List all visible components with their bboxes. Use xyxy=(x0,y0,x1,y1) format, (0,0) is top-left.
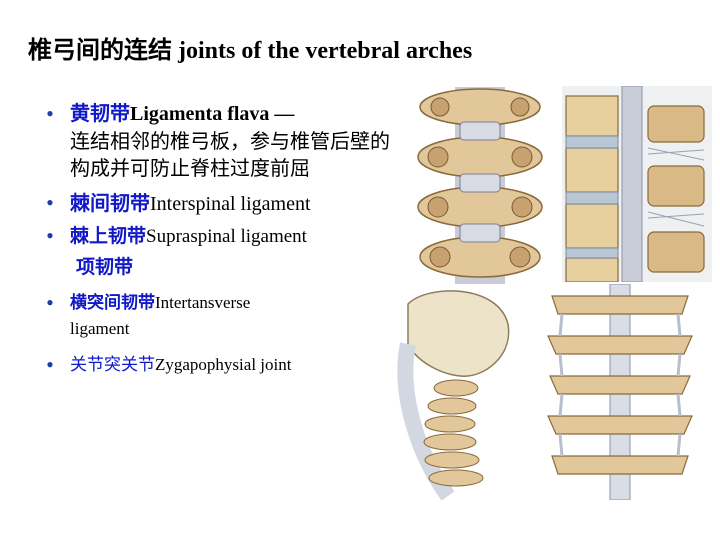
term-zh: 横突间韧带 xyxy=(70,293,155,313)
term-en: Ligamenta flava — xyxy=(130,103,295,125)
list-item: • 关节突关节Zygapophysial joint xyxy=(30,350,410,380)
bullet-icon: • xyxy=(46,352,54,377)
list-item: • 横突间韧带Intertansverse ligament xyxy=(30,290,410,342)
title-zh: 椎弓间的连结 xyxy=(28,36,172,64)
list-item: • 棘间韧带Interspinal ligament xyxy=(30,188,410,219)
intertransverse-ligament-illustration xyxy=(532,284,708,500)
bullet-icon: • xyxy=(46,190,54,215)
term-zh: 棘上韧带 xyxy=(70,225,147,247)
list-item: • 棘上韧带Supraspinal ligament 项韧带 xyxy=(30,221,410,282)
vertebral-arches-illustration xyxy=(400,82,560,292)
term-en: Interspinal ligament xyxy=(150,193,311,215)
title-en: joints of the vertebral arches xyxy=(172,38,473,64)
sagittal-spine-illustration xyxy=(562,86,712,282)
bullet-icon: • xyxy=(46,223,54,248)
term-zh: 关节突关节 xyxy=(70,355,155,375)
ligamentum-nuchae-illustration xyxy=(388,284,518,500)
bullet-icon: • xyxy=(46,101,54,126)
bullet-list: • 黄韧带Ligamenta flava — 连结相邻的椎弓板，参与椎管后壁的构… xyxy=(30,100,410,380)
term-zh: 黄韧带 xyxy=(70,101,130,125)
term-sub: 项韧带 xyxy=(76,256,134,278)
term-en: Zygapophysial joint xyxy=(155,355,292,374)
term-zh: 棘间韧带 xyxy=(70,191,150,215)
term-en: Supraspinal ligament xyxy=(146,226,307,247)
page-title: 椎弓间的连结 joints of the vertebral arches xyxy=(28,30,472,65)
term-en: Intertansverse xyxy=(155,293,251,312)
term-en-continued: ligament xyxy=(70,319,130,338)
list-item: • 黄韧带Ligamenta flava — 连结相邻的椎弓板，参与椎管后壁的构… xyxy=(30,100,410,182)
bullet-icon: • xyxy=(46,290,54,315)
term-description: 连结相邻的椎弓板，参与椎管后壁的构成并可防止脊柱过度前屈 xyxy=(70,129,390,180)
